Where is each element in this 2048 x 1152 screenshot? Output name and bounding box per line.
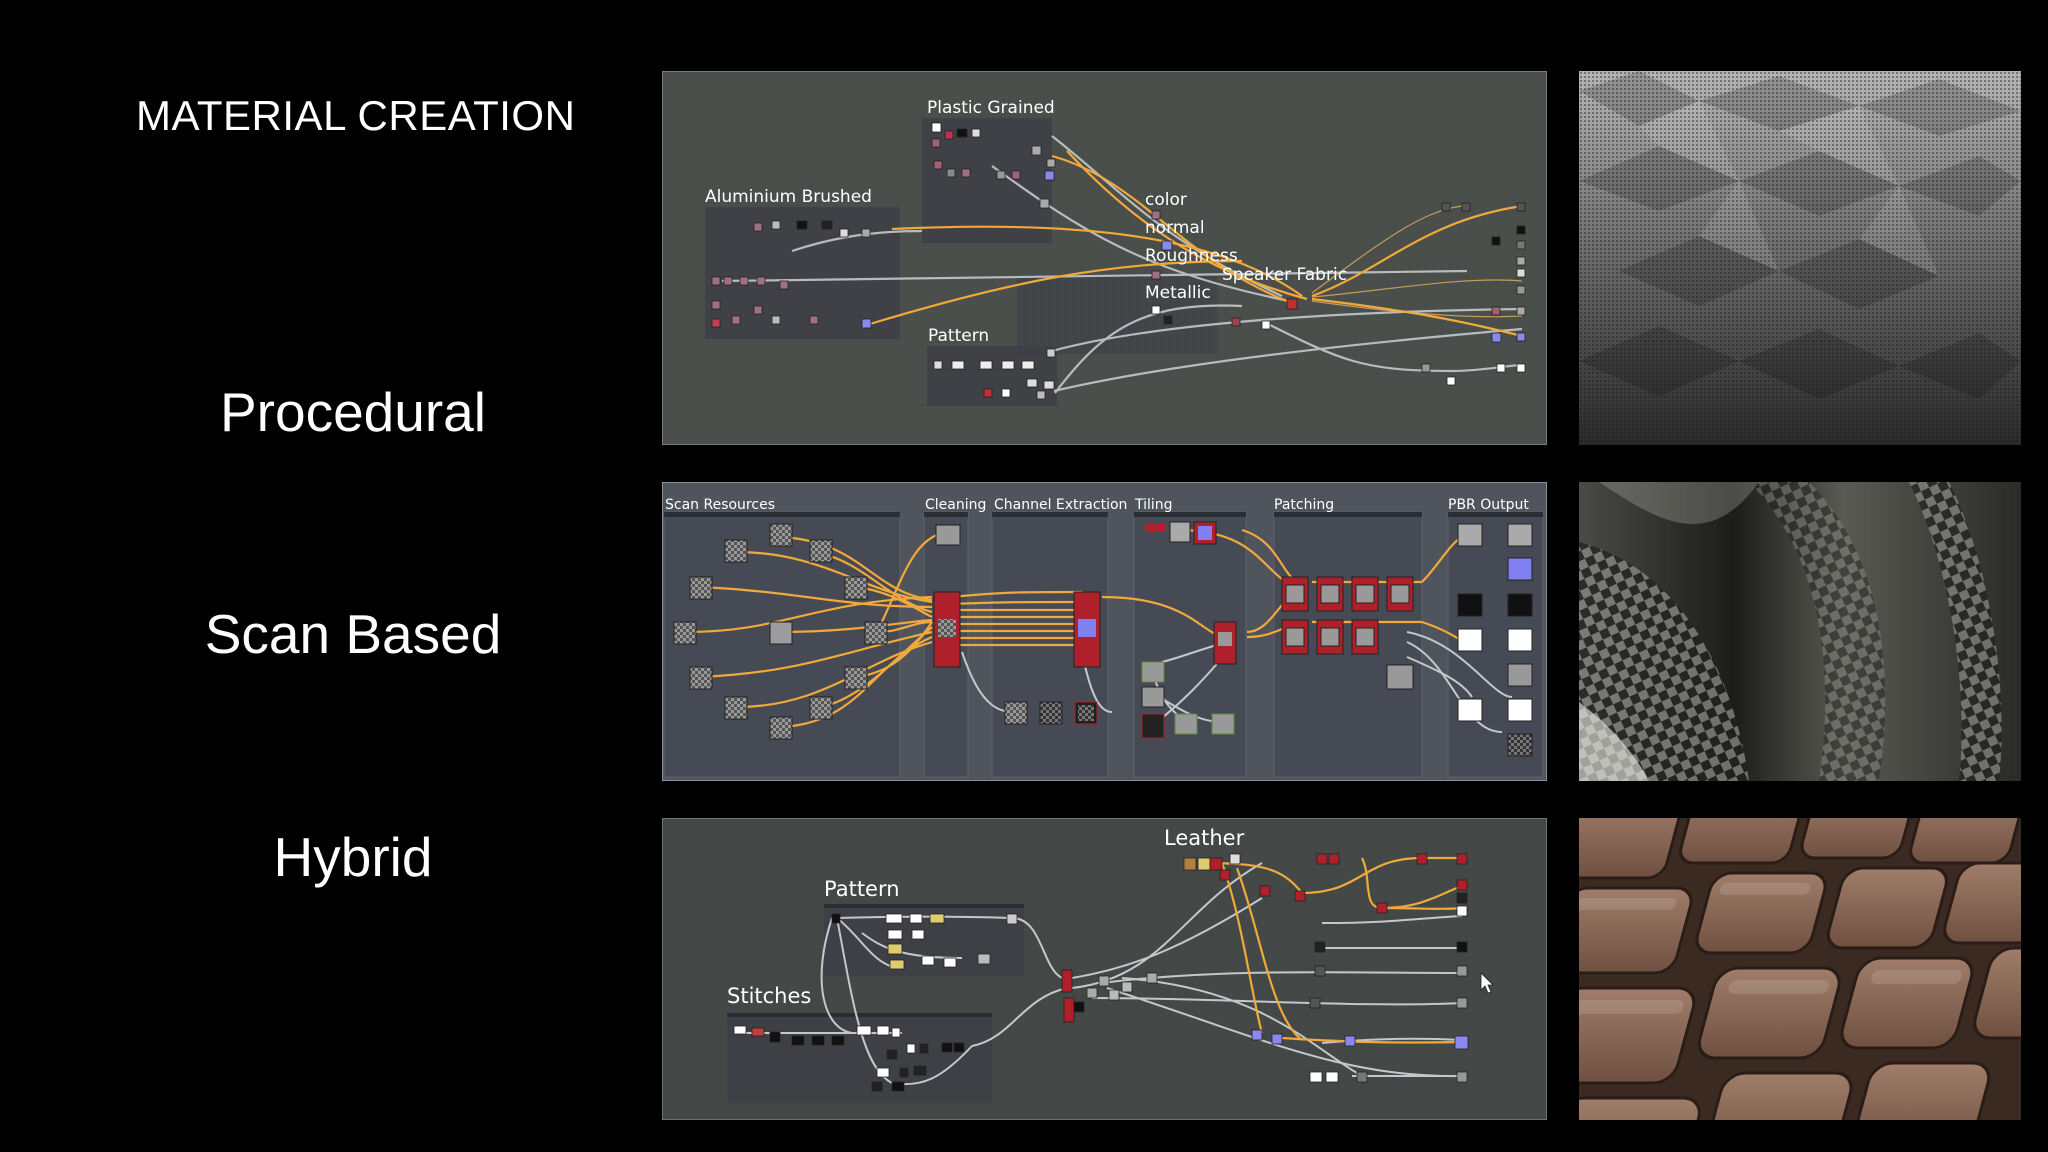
frame-label-leather: Leather [1164, 826, 1245, 850]
output-label-metallic: Metallic [1145, 283, 1211, 303]
slide-title: MATERIAL CREATION [136, 92, 576, 139]
section-label-pbr-output: PBR Output [1448, 497, 1529, 513]
section-label-channel-extraction: Channel Extraction [994, 497, 1127, 513]
frame-speaker-fabric[interactable] [1017, 276, 1217, 354]
scan-based-node-graph[interactable]: Scan Resources Cleaning Channel Extracti… [662, 482, 1547, 781]
frame-label-pattern-hybrid: Pattern [824, 877, 900, 901]
section-label-cleaning: Cleaning [925, 497, 986, 513]
row-label-scan-based: Scan Based [204, 603, 502, 665]
hybrid-node-graph[interactable]: Leather Pattern Stitches [662, 818, 1547, 1120]
frame-label-plastic-grained: Plastic Grained [927, 98, 1055, 118]
frame-label-pattern: Pattern [928, 326, 989, 346]
frame-plastic-grained[interactable] [922, 118, 1052, 243]
output-label-normal: normal [1145, 218, 1205, 238]
row-label-procedural: Procedural [220, 381, 486, 443]
row-label-hybrid: Hybrid [273, 826, 433, 888]
output-label-roughness: Roughness [1145, 246, 1238, 266]
section-label-patching: Patching [1274, 497, 1334, 513]
section-label-tiling: Tiling [1134, 497, 1173, 513]
mouse-cursor-icon [1480, 972, 1494, 994]
section-label-scan-resources: Scan Resources [665, 497, 775, 513]
procedural-node-graph[interactable]: Plastic Grained Aluminium Brushed Patter… [662, 71, 1547, 445]
frame-label-aluminium-brushed: Aluminium Brushed [705, 187, 872, 207]
output-label-color: color [1145, 190, 1187, 210]
scan-resource-nodes[interactable] [673, 523, 888, 740]
hybrid-render-preview [1579, 818, 2021, 1120]
frame-label-stitches: Stitches [727, 984, 811, 1008]
frame-label-speaker-fabric: Speaker Fabric [1222, 265, 1347, 285]
procedural-render-preview [1579, 71, 2021, 445]
scan-based-render-preview [1579, 482, 2021, 781]
